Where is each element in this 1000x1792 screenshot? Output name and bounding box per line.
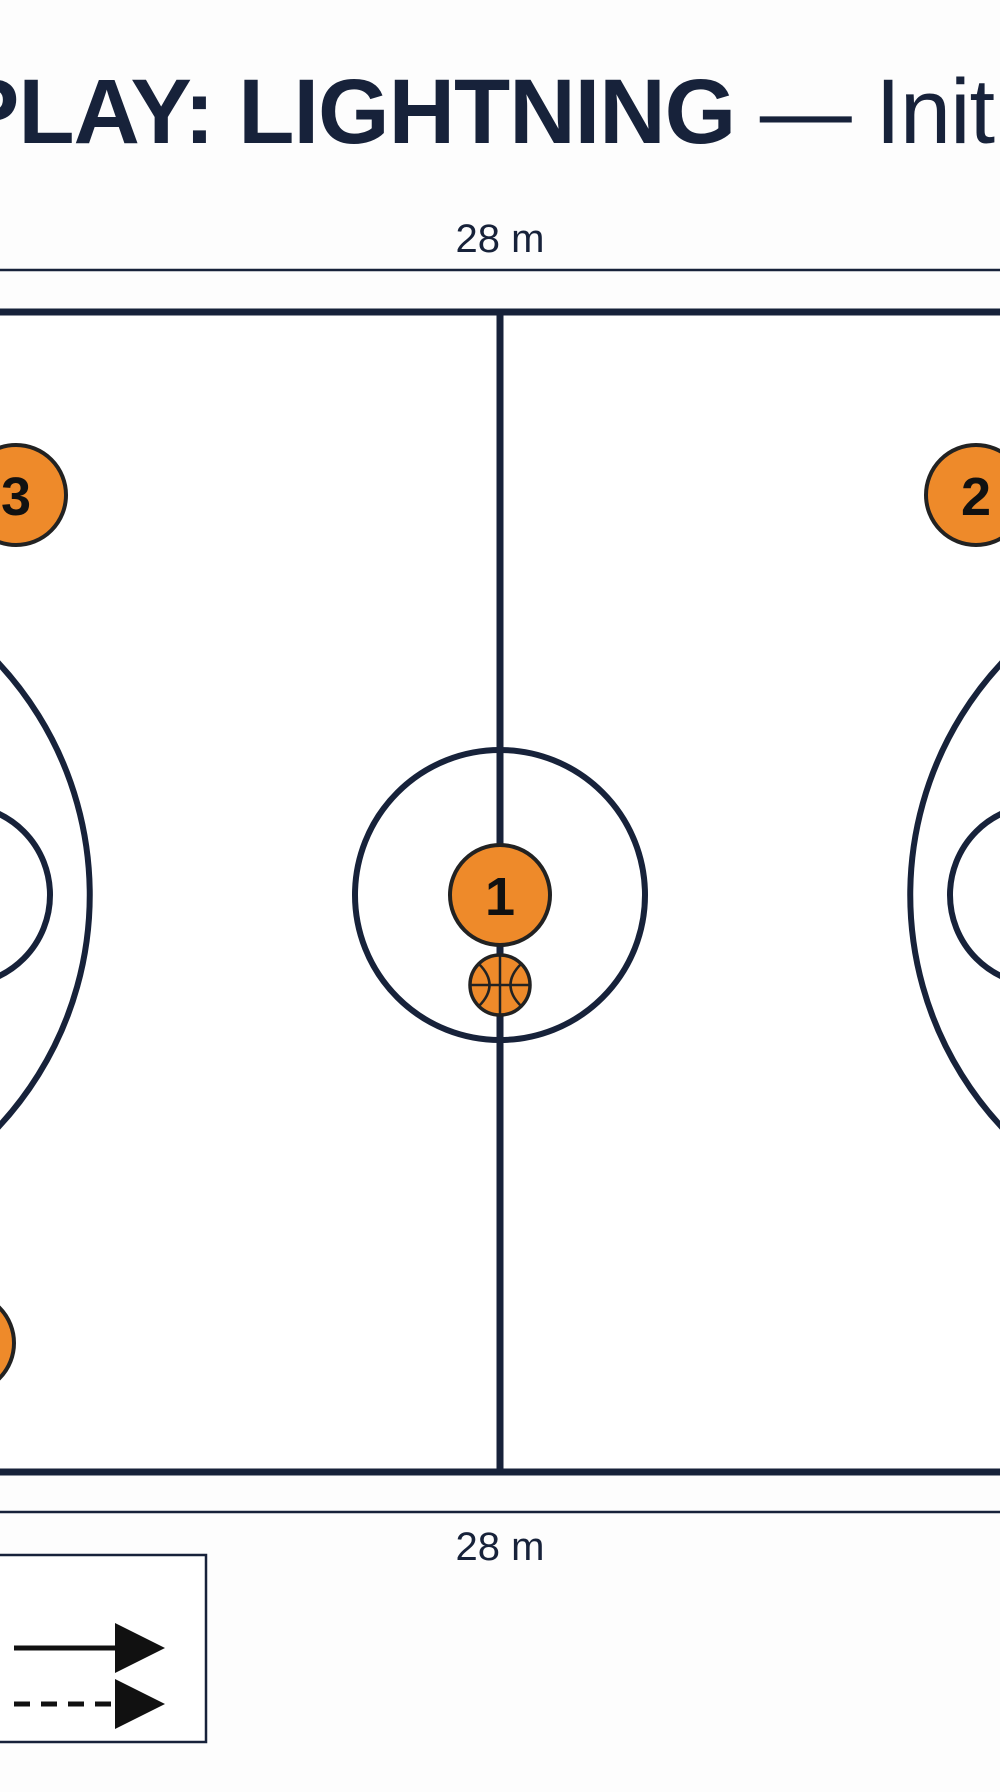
free-throw-circle-right [947, 811, 1000, 979]
title-bar: PLAY: LIGHTNING — Initial Setup [0, 52, 1000, 172]
free-throw-circle-left [0, 811, 53, 979]
player-1-label: 1 [485, 867, 515, 927]
basketball-icon[interactable] [468, 953, 532, 1017]
play-name: PLAY: LIGHTNING [0, 61, 736, 163]
player-2-label: 2 [961, 467, 991, 527]
court-width-label-top: 28 m [456, 217, 545, 261]
court-width-label-bottom: 28 m [456, 1525, 545, 1569]
player-1-marker[interactable]: 1 [448, 843, 552, 947]
page-title: PLAY: LIGHTNING — Initial Setup [0, 52, 1000, 172]
legend [0, 1553, 208, 1744]
center-circle [352, 747, 648, 1043]
player-4-marker[interactable] [0, 1293, 16, 1393]
player-3-label: 3 [1, 467, 31, 527]
three-point-arc-right [907, 660, 1000, 1130]
three-point-arc-left [0, 660, 93, 1130]
play-subtitle: Initial Setup [875, 61, 1000, 163]
player-3-marker[interactable]: 3 [0, 443, 68, 547]
title-separator: — [735, 61, 876, 163]
player-2-marker[interactable]: 2 [924, 443, 1000, 547]
